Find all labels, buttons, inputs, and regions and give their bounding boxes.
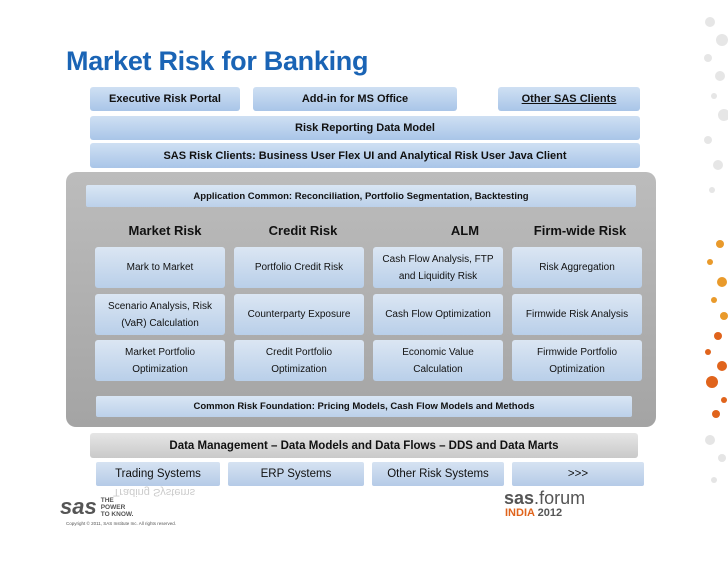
other-sas-clients-box: Other SAS Clients [498,87,640,111]
sas-logo: sas THE POWER TO KNOW. [60,494,133,520]
common-risk-foundation-bar: Common Risk Foundation: Pricing Models, … [96,396,632,417]
cell-firmwide-risk-analysis: Firmwide Risk Analysis [512,294,642,335]
cell-credit-portfolio-optimization: Credit Portfolio Optimization [234,340,364,381]
page-title: Market Risk for Banking [66,46,369,76]
column-header-credit-risk: Credit Risk [268,223,338,238]
cell-portfolio-credit-risk: Portfolio Credit Risk [234,247,364,288]
tagline-line-3: TO KNOW. [100,510,134,518]
cell-cash-flow-analysis: Cash Flow Analysis, FTP and Liquidity Ri… [373,247,503,288]
event-label: INDIA 2012 [505,507,562,519]
tagline-line-2: POWER [100,503,126,511]
forum-text: forum [539,488,586,508]
sas-risk-clients-bar: SAS Risk Clients: Business User Flex UI … [90,143,640,168]
cell-risk-aggregation: Risk Aggregation [512,247,642,288]
cell-market-portfolio-optimization: Market Portfolio Optimization [95,340,225,381]
source-erp-systems: ERP Systems [228,462,364,486]
copyright-text: Copyright © 2011, SAS Institute Inc. All… [66,521,177,526]
risk-reporting-data-model-bar: Risk Reporting Data Model [90,116,640,140]
source-other-risk-systems: Other Risk Systems [372,462,504,486]
tagline-line-1: THE [100,496,114,504]
decorative-dots-graphic [704,17,728,483]
column-header-firmwide-risk: Firm-wide Risk [533,223,627,238]
sas-forum-logo: sas.forum [504,488,586,508]
data-management-bar: Data Management – Data Models and Data F… [90,433,638,458]
event-country: INDIA [505,507,535,519]
cell-cash-flow-optimization: Cash Flow Optimization [373,294,503,335]
forum-sas-text: sas [504,488,535,508]
cell-counterparty-exposure: Counterparty Exposure [234,294,364,335]
application-common-bar: Application Common: Reconciliation, Port… [86,185,636,207]
cell-scenario-analysis: Scenario Analysis, Risk (VaR) Calculatio… [95,294,225,335]
cell-economic-value-calculation: Economic Value Calculation [373,340,503,381]
event-year: 2012 [537,507,563,519]
source-trading-systems: Trading Systems [96,462,220,486]
ms-office-addin-box: Add-in for MS Office [253,87,457,111]
sas-tagline: THE POWER TO KNOW. [101,497,134,518]
executive-risk-portal-box: Executive Risk Portal [90,87,240,111]
column-header-market-risk: Market Risk [128,223,202,238]
cell-firmwide-portfolio-optimization: Firmwide Portfolio Optimization [512,340,642,381]
sas-logo-text: sas [60,494,97,519]
cell-mark-to-market: Mark to Market [95,247,225,288]
source-more: >>> [512,462,644,486]
column-header-alm: ALM [450,223,480,238]
